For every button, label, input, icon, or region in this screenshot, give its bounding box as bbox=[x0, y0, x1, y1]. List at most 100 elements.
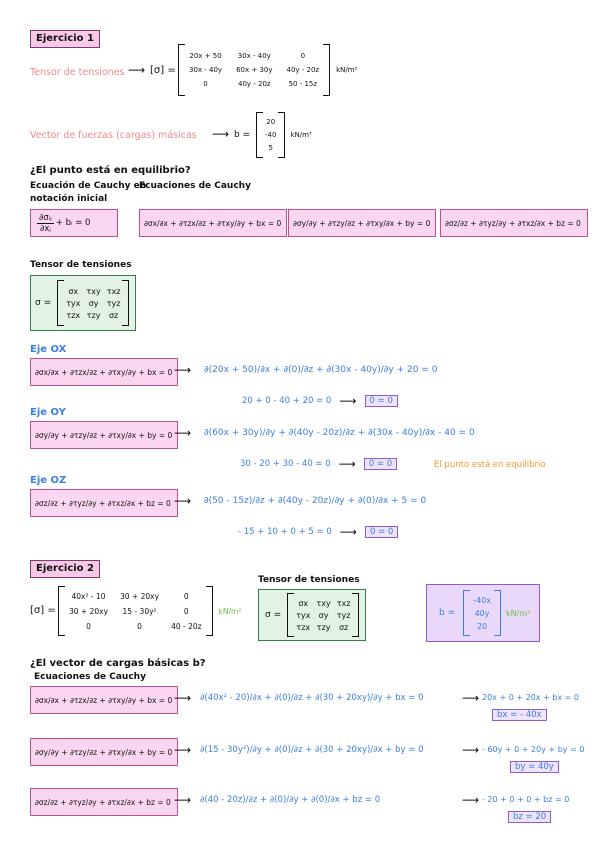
matrix-cell: 40y - 20z bbox=[286, 66, 320, 74]
arrow-icon: ⟶ bbox=[338, 457, 356, 471]
equation-text: ∂σy/∂y + ∂τzy/∂z + ∂τxy/∂x + by = 0 bbox=[293, 218, 431, 228]
oy-result-row: 30 - 20 + 30 - 40 = 0 ⟶ 0 = 0 bbox=[240, 457, 398, 471]
tensor-symbol: τyz bbox=[106, 298, 121, 308]
tensor-symbol: τyz bbox=[336, 610, 351, 620]
ox-result-row: 20 + 0 - 40 + 20 = 0 ⟶ 0 = 0 bbox=[242, 394, 398, 408]
oy-substitution: ∂(60x + 30y)/∂y + ∂(40y - 20z)/∂z + ∂(30… bbox=[204, 428, 475, 438]
tensor-symbol: σx bbox=[298, 598, 309, 608]
sigma-symbol: [σ] = bbox=[150, 65, 176, 76]
arrow-icon: ⟶ bbox=[174, 363, 192, 377]
force-units: kN/m³ bbox=[290, 131, 312, 139]
arrow-icon: ⟶ bbox=[174, 743, 192, 757]
arrow-icon: ⟶ bbox=[174, 793, 192, 807]
cauchy-equation-x: ∂σx/∂x + ∂τzx/∂z + ∂τxy/∂y + bx = 0 bbox=[139, 209, 287, 237]
tensor-symbol: τyx bbox=[66, 298, 81, 308]
oz-result: 0 = 0 bbox=[364, 526, 399, 538]
oz-substitution: ∂(50 - 15z)/∂z + ∂(40y - 20z)/∂y + ∂(0)/… bbox=[204, 496, 427, 506]
equation-text: ∂σz/∂z + ∂τyz/∂y + ∂τxz/∂x + bz = 0 bbox=[35, 797, 171, 807]
force-vector-label: Vector de fuerzas (cargas) másicas bbox=[30, 130, 197, 141]
equation-text: ∂σx/∂x + ∂τzx/∂z + ∂τxy/∂y + bx = 0 bbox=[144, 218, 282, 228]
oz-calculation: - 15 + 10 + 0 + 5 = 0 bbox=[238, 527, 332, 537]
axis-oz-label: Eje OZ bbox=[30, 475, 67, 486]
cauchy-index-equation: ∂σᵢⱼ∂xⱼ + bᵢ = 0 bbox=[30, 209, 118, 237]
arrow-icon: ⟶ bbox=[462, 793, 480, 807]
ox-substitution: ∂(20x + 50)/∂x + ∂(0)/∂z + ∂(30x - 40y)/… bbox=[204, 365, 438, 375]
matrix-cell: 50 - 15z bbox=[288, 80, 318, 88]
matrix-cell: 0 bbox=[86, 621, 91, 631]
tensor-title-2: Tensor de tensiones bbox=[258, 575, 360, 585]
equation-text: ∂σz/∂z + ∂τyz/∂y + ∂τxz/∂x + bz = 0 bbox=[35, 498, 171, 508]
b-units: kN/m³ bbox=[505, 608, 531, 618]
tensor-symbol: τxy bbox=[86, 286, 101, 296]
equation-text: ∂σy/∂y + ∂τzy/∂z + ∂τxy/∂x + by = 0 bbox=[35, 430, 173, 440]
tensor-symbol: τzy bbox=[86, 310, 101, 320]
sigma-symbol: [σ] = bbox=[30, 605, 56, 616]
cauchy-title: Ecuaciones de Cauchy bbox=[139, 181, 251, 191]
tensor-symbols-box-2: σ = σx τxy τxz τyx σy τyz τzx τzy σz bbox=[258, 589, 366, 641]
arrow-icon: ⟶ bbox=[174, 426, 192, 440]
cauchy-equation-z: ∂σz/∂z + ∂τyz/∂y + ∂τxz/∂x + bz = 0 bbox=[440, 209, 588, 237]
ex2-equation-z: ∂σz/∂z + ∂τyz/∂y + ∂τxz/∂x + bz = 0 bbox=[30, 788, 178, 816]
arrow-icon: ⟶ bbox=[128, 63, 146, 77]
stress-units: kN/m² bbox=[218, 606, 242, 616]
stress-tensor-label: Tensor de tensiones bbox=[30, 67, 125, 78]
matrix-cell: 0 bbox=[183, 591, 189, 601]
oy-equation: ∂σy/∂y + ∂τzy/∂z + ∂τxy/∂x + by = 0 bbox=[30, 421, 178, 449]
tensor-symbols-box-1: σ = σx τxy τxz τyx σy τyz τzx τzy σz bbox=[30, 275, 136, 331]
equation-text: ∂σx/∂x + ∂τzx/∂z + ∂τxy/∂y + bx = 0 bbox=[35, 695, 173, 705]
tensor-symbol: τzx bbox=[66, 310, 81, 320]
ex2-z-calculation: - 20 + 0 + 0 + bz = 0 bbox=[482, 795, 570, 804]
ex2-y-result: by = 40y bbox=[510, 761, 559, 773]
exercise-1-label: Ejercicio 1 bbox=[30, 30, 100, 48]
matrix-cell: 20x + 50 bbox=[189, 52, 222, 60]
force-vector: 20 -40 5 kN/m³ bbox=[256, 112, 312, 158]
oy-calculation: 30 - 20 + 30 - 40 = 0 bbox=[240, 459, 331, 469]
cauchy-title-2: Ecuaciones de Cauchy bbox=[34, 672, 146, 682]
ox-result: 0 = 0 bbox=[364, 395, 398, 407]
ex2-equation-x: ∂σx/∂x + ∂τzx/∂z + ∂τxy/∂y + bx = 0 bbox=[30, 686, 178, 714]
tensor-symbol: τxz bbox=[336, 598, 351, 608]
ex2-x-result: bx = - 40x bbox=[492, 709, 547, 721]
equation-text: ∂σx/∂x + ∂τzx/∂z + ∂τxy/∂y + bx = 0 bbox=[35, 367, 173, 377]
matrix-cell: 30 + 20xy bbox=[120, 591, 160, 601]
load-vector-question: ¿El vector de cargas básicas b? bbox=[30, 658, 206, 669]
matrix-cell: 40x² - 10 bbox=[71, 591, 106, 601]
tensor-symbol: σy bbox=[88, 298, 99, 308]
matrix-cell: 40y - 20z bbox=[237, 80, 271, 88]
matrix-cell: 0 bbox=[137, 621, 142, 631]
matrix-cell: 0 bbox=[203, 80, 208, 88]
ex2-x-substitution: ∂(40x² - 20)/∂x + ∂(0)/∂z + ∂(30 + 20xy)… bbox=[200, 693, 424, 703]
equation-text: + bᵢ = 0 bbox=[55, 218, 91, 228]
oz-result-row: - 15 + 10 + 0 + 5 = 0 ⟶ 0 = 0 bbox=[238, 525, 399, 539]
b-symbol: b = bbox=[234, 130, 251, 140]
matrix-cell: 15 - 30y² bbox=[122, 606, 157, 616]
arrow-icon: ⟶ bbox=[174, 494, 192, 508]
ex2-z-result: bz = 20 bbox=[508, 811, 552, 823]
arrow-icon: ⟶ bbox=[339, 394, 357, 408]
tensor-symbol: τyx bbox=[296, 610, 311, 620]
vector-cell: 20 bbox=[266, 118, 276, 126]
equilibrium-conclusion: El punto está en equilibrio bbox=[434, 460, 546, 470]
ex2-y-calculation: - 60y + 0 + 20y + by = 0 bbox=[482, 745, 585, 754]
tensor-symbol: σy bbox=[318, 610, 329, 620]
matrix-cell: 30 + 20xy bbox=[69, 606, 109, 616]
sigma-symbol: σ = bbox=[35, 298, 52, 308]
tensor-symbol: σz bbox=[338, 622, 349, 632]
matrix-cell: 30x - 40y bbox=[189, 66, 223, 74]
tensor-symbol: σx bbox=[68, 286, 79, 296]
vector-cell: -40x bbox=[473, 595, 491, 605]
ex2-y-substitution: ∂(15 - 30y²)/∂y + ∂(0)/∂z + ∂(30 + 20xy)… bbox=[200, 745, 424, 755]
arrow-icon: ⟶ bbox=[212, 127, 230, 141]
equation-text: ∂σy/∂y + ∂τzy/∂z + ∂τxy/∂x + by = 0 bbox=[35, 747, 173, 757]
tensor-symbol: σz bbox=[108, 310, 119, 320]
matrix-cell: 0 bbox=[183, 606, 189, 616]
b-symbol: b = bbox=[439, 608, 456, 618]
arrow-icon: ⟶ bbox=[174, 691, 192, 705]
tensor-symbol: τzy bbox=[316, 622, 331, 632]
stress-matrix-2: 40x² - 10 30 + 20xy 0 30 + 20xy 15 - 30y… bbox=[58, 586, 241, 636]
arrow-icon: ⟶ bbox=[462, 691, 480, 705]
tensor-title-1: Tensor de tensiones bbox=[30, 260, 132, 270]
cauchy-equation-y: ∂σy/∂y + ∂τzy/∂z + ∂τxy/∂x + by = 0 bbox=[288, 209, 436, 237]
cauchy-initial-label-1: Ecuación de Cauchy en bbox=[30, 181, 147, 191]
vector-cell: -40 bbox=[265, 131, 277, 139]
